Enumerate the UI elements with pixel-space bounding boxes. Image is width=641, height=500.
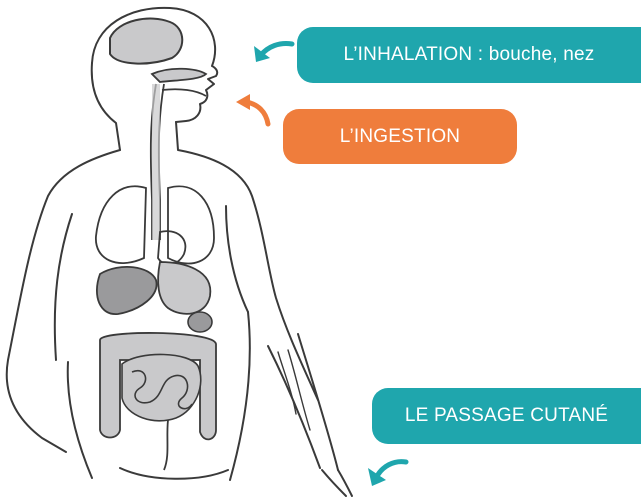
inhalation-label: L’INHALATION : bouche, nez — [297, 27, 641, 83]
stomach — [158, 262, 210, 314]
small-intestine — [122, 354, 201, 420]
veins — [278, 350, 310, 430]
hand — [322, 470, 352, 496]
lung-left — [96, 186, 146, 263]
brain — [110, 19, 182, 64]
inner-arm-left — [55, 214, 72, 360]
mouth-tube — [162, 89, 206, 96]
lung-right — [168, 186, 214, 263]
curved-arrow-icon — [232, 92, 274, 128]
spleen — [188, 312, 212, 332]
nasal-cavity — [152, 69, 206, 82]
curved-arrow-icon — [364, 454, 410, 488]
hip-lines — [120, 468, 228, 479]
curved-arrow-icon — [250, 38, 296, 68]
inner-arm-right — [226, 206, 248, 312]
ingestion-label: L’INGESTION — [283, 109, 517, 164]
rectum — [164, 420, 168, 470]
liver — [97, 267, 157, 314]
cutaneous-label: LE PASSAGE CUTANÉ — [372, 388, 641, 444]
back-of-head — [92, 63, 120, 150]
